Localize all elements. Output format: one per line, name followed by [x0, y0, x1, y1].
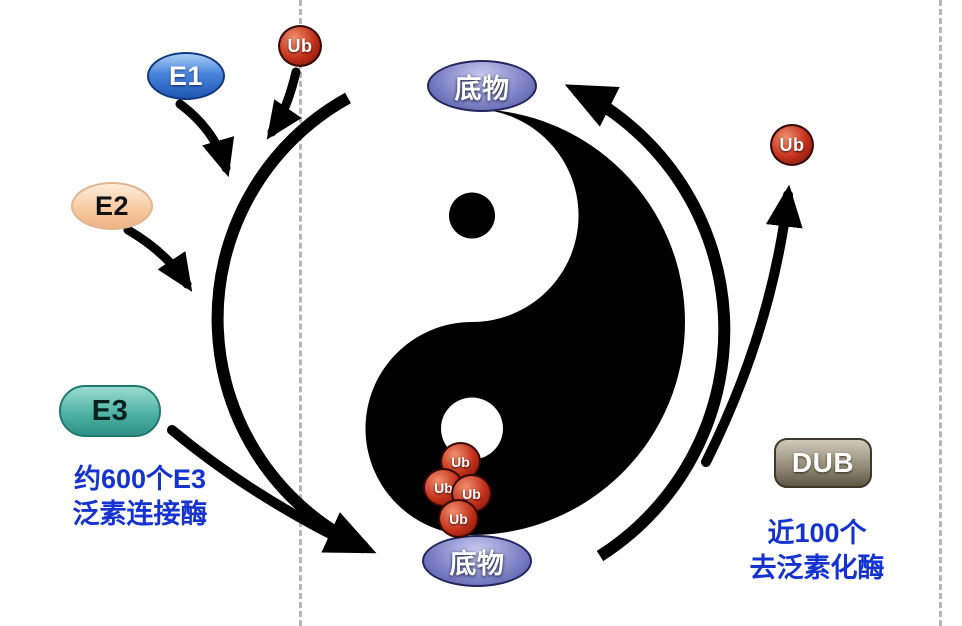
ub-sphere-right: Ub: [770, 124, 814, 166]
e3-badge: E3: [59, 385, 161, 437]
e3-count-note: 约600个E3 泛素连接酶: [25, 462, 255, 532]
e1-badge: E1: [147, 52, 225, 100]
e1-to-cycle-arrow: [175, 99, 235, 178]
yinyang-black-half: [365, 109, 685, 535]
substrate-top-badge: 底物: [427, 60, 537, 112]
dashed-line-right: [939, 0, 942, 626]
e3-count-line2: 泛素连接酶: [72, 499, 208, 530]
ub-release-arrow: [701, 184, 803, 467]
dub-count-line2: 去泛素化酶: [749, 553, 885, 584]
dub-count-note: 近100个 去泛素化酶: [712, 516, 922, 586]
e2-badge: E2: [71, 182, 153, 230]
e2-to-cycle-arrow: [123, 225, 193, 292]
ub-chain-sphere: Ub: [438, 499, 479, 538]
right-cycle-arrow: [564, 84, 731, 562]
ub-attach-arrow: [266, 67, 302, 140]
e3-to-cycle-arrow: [167, 425, 357, 550]
substrate-bottom-badge: 底物: [422, 535, 532, 587]
dashed-line-left: [299, 0, 302, 626]
yinyang-symbol: [365, 109, 685, 535]
yinyang-black-dot: [449, 192, 495, 239]
dub-badge: DUB: [774, 438, 872, 488]
e3-count-line1: 约600个E3: [73, 464, 207, 494]
left-cycle-arrow: [211, 92, 377, 554]
dub-count-line1: 近100个: [767, 518, 867, 548]
ub-sphere-top: Ub: [278, 25, 322, 67]
